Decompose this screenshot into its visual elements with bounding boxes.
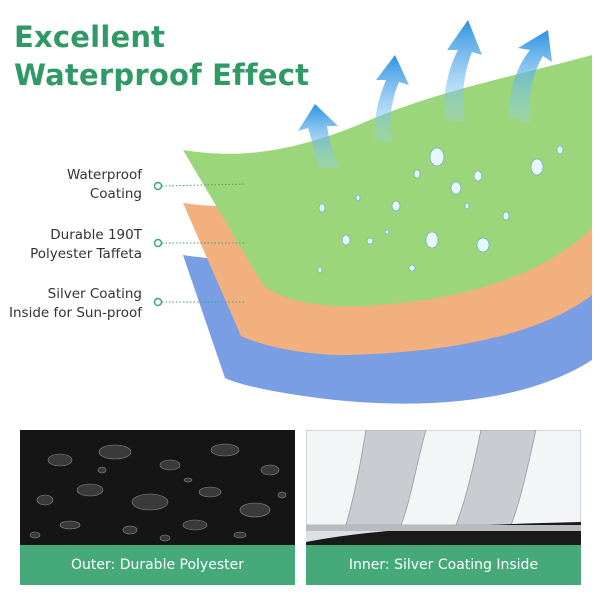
outer-caption: Outer: Durable Polyester xyxy=(20,545,295,585)
label-line-2: Coating xyxy=(89,186,142,202)
label-waterproof-coating: Waterproof Coating xyxy=(67,166,142,204)
label-line-2: Inside for Sun-proof xyxy=(9,305,142,321)
outer-fabric-panel: Outer: Durable Polyester xyxy=(20,430,295,585)
arrow-up-icon xyxy=(298,20,552,168)
label-polyester-taffeta: Durable 190T Polyester Taffeta xyxy=(30,226,142,264)
inner-fabric-panel: Inner: Silver Coating Inside xyxy=(306,430,581,585)
water-droplets xyxy=(317,145,564,274)
layer-illustration xyxy=(153,20,592,404)
label-connectors xyxy=(153,181,246,307)
headline-line-2: Waterproof Effect xyxy=(14,58,310,92)
inner-caption: Inner: Silver Coating Inside xyxy=(306,545,581,585)
headline-line-1: Excellent xyxy=(14,20,166,54)
label-silver-coating: Silver Coating Inside for Sun-proof xyxy=(9,285,142,323)
label-line-1: Silver Coating xyxy=(47,286,142,302)
label-line-2: Polyester Taffeta xyxy=(30,246,142,262)
waterproof-coating-layer xyxy=(183,55,592,307)
headline: Excellent Waterproof Effect xyxy=(14,18,309,94)
label-line-1: Durable 190T xyxy=(50,227,142,243)
label-line-1: Waterproof xyxy=(66,167,142,183)
